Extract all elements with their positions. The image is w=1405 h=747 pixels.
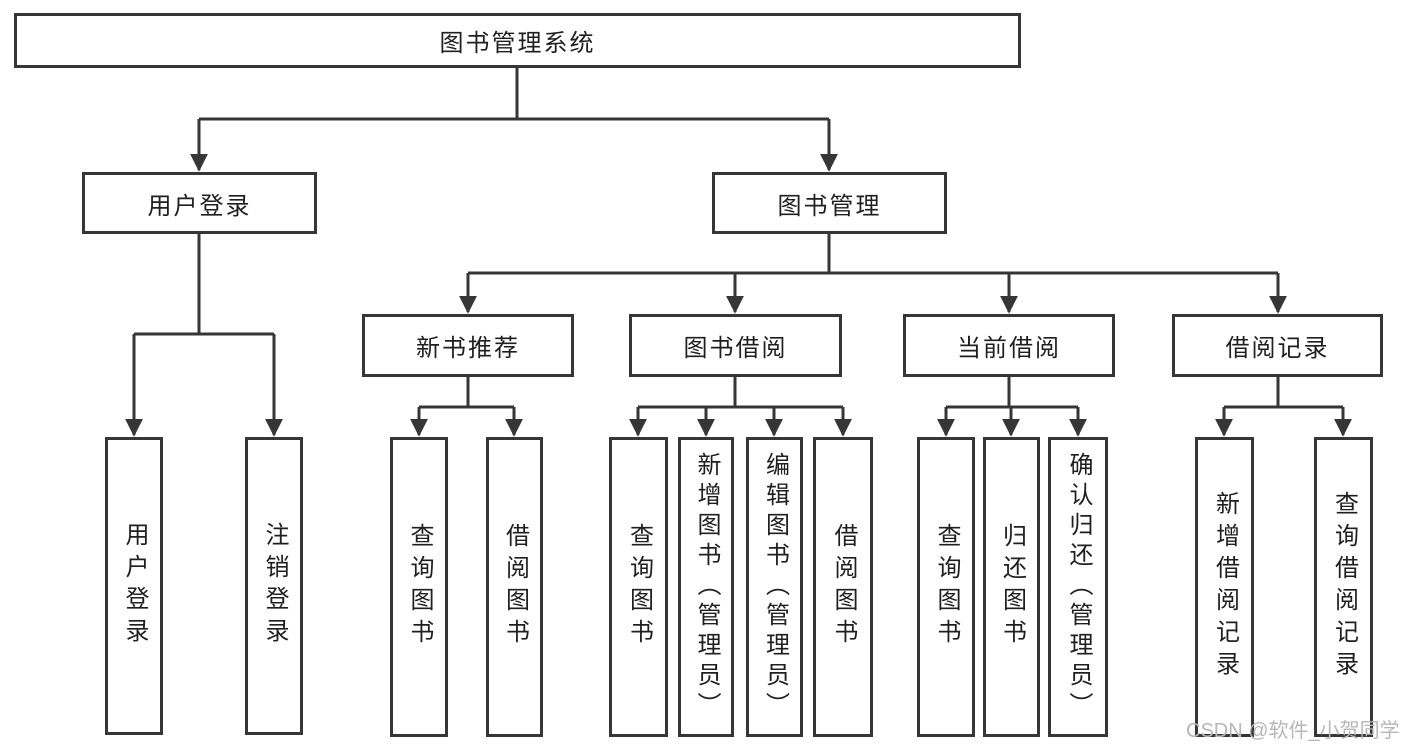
leaf-logout: 注销登录 xyxy=(245,437,303,735)
node-user-login: 用户登录 xyxy=(82,172,317,234)
node-current-borrow: 当前借阅 xyxy=(903,314,1115,377)
leaf-query-borrow-record: 查询借阅记录 xyxy=(1314,437,1373,737)
leaf-current-query-books: 查询图书 xyxy=(917,437,975,737)
node-book-borrow: 图书借阅 xyxy=(629,314,842,377)
leaf-confirm-return-admin: 确认归还（管理员） xyxy=(1048,437,1108,737)
leaf-add-borrow-record: 新增借阅记录 xyxy=(1195,437,1254,737)
leaf-borrow-query-books: 查询图书 xyxy=(609,437,668,737)
leaf-recommend-borrow-books: 借阅图书 xyxy=(486,437,543,737)
leaf-borrow-books: 借阅图书 xyxy=(813,437,873,737)
node-new-book-recommend: 新书推荐 xyxy=(362,314,574,377)
leaf-recommend-query-books: 查询图书 xyxy=(390,437,448,737)
leaf-user-login: 用户登录 xyxy=(105,437,163,735)
node-borrow-records: 借阅记录 xyxy=(1172,314,1383,377)
node-book-management: 图书管理 xyxy=(712,172,947,234)
node-root-system: 图书管理系统 xyxy=(14,13,1021,68)
leaf-return-books: 归还图书 xyxy=(983,437,1040,737)
leaf-add-books-admin: 新增图书（管理员） xyxy=(678,437,734,737)
leaf-edit-books-admin: 编辑图书（管理员） xyxy=(746,437,803,737)
